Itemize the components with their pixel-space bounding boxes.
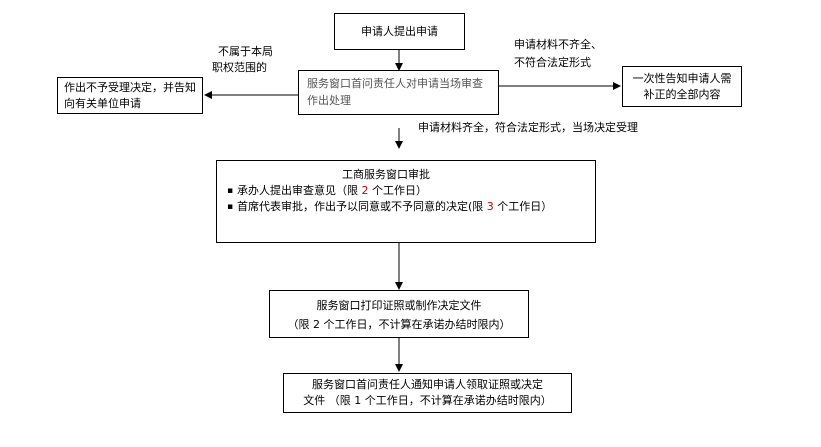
node-final-line-1: 服务窗口首问责任人通知申请人领取证照或决定 (312, 378, 543, 391)
edge-label-not-in-scope-line-1: 不属于本局 (218, 45, 273, 58)
edge-label-complete: 申请材料齐全，符合法定形式，当场决定受理 (418, 121, 638, 134)
node-notify-supplement-label: 一次性告知申请人需补正的全部内容 (632, 71, 732, 101)
edge-label-incomplete-line-2: 不符合法定形式 (514, 56, 591, 69)
approval-item-2-days: 3 (486, 200, 494, 213)
edge-label-not-in-scope-line-2: 职权范围的 (212, 61, 267, 74)
node-print: 服务窗口打印证照或制作决定文件 （限 2 个工作日，不计算在承诺办结时限内） (269, 290, 529, 338)
approval-item-2: 首席代表审批，作出予以同意或不予同意的决定(限 3 个工作日） (227, 199, 585, 215)
node-window-review: 服务窗口首问责任人对申请当场审查作出处理 (298, 70, 499, 115)
node-final-line-2: 文件 （限 1 个工作日，不计算在承诺办结时限内） (303, 394, 552, 407)
node-approval: 工商服务窗口审批 承办人提出审查意见（限 2 个工作日） 首席代表审批，作出予以… (216, 160, 596, 243)
edge-label-incomplete-line-1: 申请材料不齐全、 (514, 38, 602, 51)
node-reject-label: 作出不予受理决定，并告知向有关单位申请 (64, 81, 196, 110)
approval-item-1: 承办人提出审查意见（限 2 个工作日） (227, 183, 585, 199)
node-approval-title: 工商服务窗口审批 (342, 168, 430, 181)
node-apply: 申请人提出申请 (334, 13, 465, 50)
node-print-line-1: 服务窗口打印证照或制作决定文件 (316, 299, 482, 312)
node-notify-supplement: 一次性告知申请人需补正的全部内容 (622, 66, 742, 107)
node-window-review-label: 服务窗口首问责任人对申请当场审查作出处理 (307, 77, 483, 107)
node-final: 服务窗口首问责任人通知申请人领取证照或决定 文件 （限 1 个工作日，不计算在承… (283, 373, 572, 413)
node-apply-label: 申请人提出申请 (361, 24, 438, 38)
approval-item-1-days: 2 (361, 184, 369, 197)
node-reject: 作出不予受理决定，并告知向有关单位申请 (57, 77, 203, 114)
edge-label-not-in-scope: 不属于本局 职权范围的 (212, 44, 273, 76)
edge-label-incomplete: 申请材料不齐全、 不符合法定形式 (514, 36, 602, 72)
node-print-line-2: （限 2 个工作日，不计算在承诺办结时限内） (287, 318, 511, 331)
